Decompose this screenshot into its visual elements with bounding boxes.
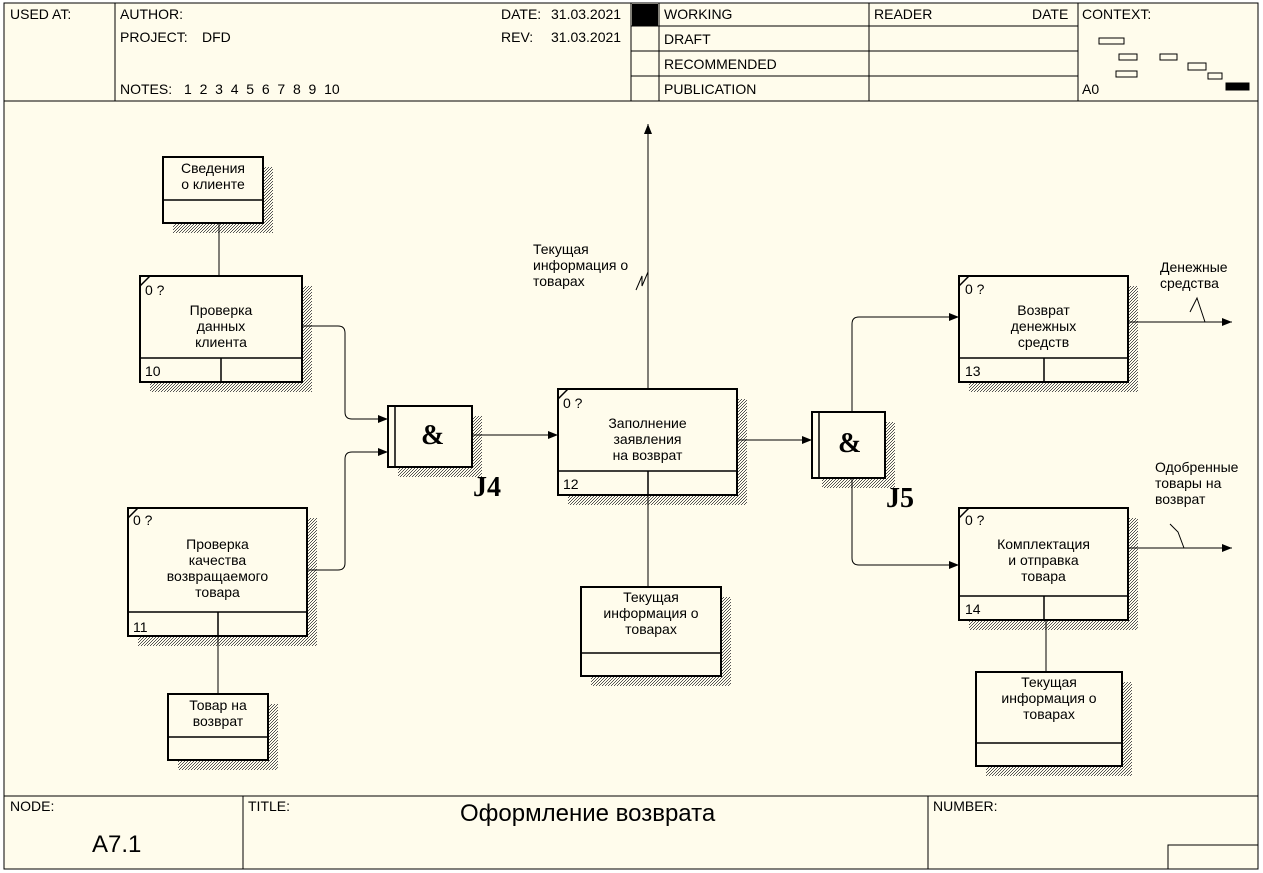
notes-label: NOTES: — [120, 81, 173, 97]
notes-value: 1 2 3 4 5 6 7 8 9 10 — [184, 81, 340, 97]
activity-12-name[interactable]: Заполнение заявления на возврат — [608, 415, 687, 463]
activity-box-13-corner — [958, 275, 970, 287]
rev-label: REV: — [501, 29, 534, 45]
project-value: DFD — [202, 29, 231, 45]
activity-11-number: 11 — [133, 619, 148, 635]
context-label: CONTEXT: — [1082, 6, 1152, 22]
activity-12-number: 12 — [563, 476, 579, 492]
activity-14-number: 14 — [965, 601, 981, 617]
activity-14-name[interactable]: Комплектация и отправка товара — [997, 536, 1090, 584]
project-label: PROJECT: — [120, 29, 188, 45]
squiggle-current-info — [635, 271, 649, 291]
activity-box-10-corner — [139, 275, 151, 287]
activity-11-cost: 0 ? — [133, 512, 153, 528]
used-at-label: USED AT: — [10, 6, 72, 22]
activity-11-name[interactable]: Проверка качества возвращаемого товара — [166, 536, 269, 600]
node-value: A7.1 — [92, 831, 142, 858]
activity-13-name[interactable]: Возврат денежных средств — [1010, 302, 1077, 350]
junction-j4-symbol: & — [421, 420, 445, 451]
junction-j5-label: J5 — [886, 483, 914, 514]
status-recommended: RECOMMENDED — [664, 56, 777, 72]
header-frame — [4, 3, 1258, 102]
arrow-label-current-info: Текущая информация о товарах — [533, 241, 629, 289]
store-return-goods[interactable]: Товар на возврат — [189, 697, 247, 729]
activity-10-name[interactable]: Проверка данных клиента — [189, 302, 253, 350]
activity-13-cost: 0 ? — [965, 281, 985, 297]
date-value: 31.03.2021 — [551, 6, 622, 22]
activity-13-number: 13 — [965, 363, 981, 379]
arrow-label-money: Денежные средства — [1160, 259, 1228, 291]
number-label: NUMBER: — [933, 798, 998, 814]
store-box-client-info — [162, 156, 264, 224]
node-label: NODE: — [10, 798, 55, 814]
date-label: DATE: — [501, 6, 542, 22]
arrow-11-to-j4 — [307, 448, 388, 571]
footer-frame — [4, 795, 1259, 870]
store-client-info[interactable]: Сведения о клиенте — [181, 160, 245, 192]
store-box-return-goods — [167, 693, 269, 761]
arrow-j5-to-13 — [851, 313, 959, 412]
activity-12-cost: 0 ? — [563, 395, 583, 411]
activity-box-14-corner — [958, 507, 970, 519]
working-status-marker — [632, 4, 658, 26]
status-draft: DRAFT — [664, 31, 711, 47]
store-box-goods-info-2 — [975, 671, 1123, 767]
junction-box-j4 — [387, 405, 473, 468]
status-publication: PUBLICATION — [664, 81, 757, 97]
squiggle-approved — [1169, 523, 1185, 549]
store-goods-info-2[interactable]: Текущая информация о товарах — [1001, 674, 1097, 722]
arrow-j5-to-14 — [851, 478, 959, 569]
context-map — [1098, 37, 1250, 91]
activity-box-11-corner — [127, 507, 139, 519]
activity-box-12-corner — [557, 388, 569, 400]
activity-14-cost: 0 ? — [965, 512, 985, 528]
title-label: TITLE: — [248, 798, 291, 814]
junction-box-j5 — [811, 411, 886, 479]
diagram-title: Оформление возврата — [460, 800, 716, 827]
arrow-label-approved: Одобренные товары на возврат — [1155, 459, 1239, 507]
squiggle-money — [1189, 296, 1206, 323]
status-working: WORKING — [664, 6, 733, 22]
junction-j4-label: J4 — [473, 472, 501, 503]
rev-value: 31.03.2021 — [551, 29, 622, 45]
context-node: A0 — [1082, 81, 1100, 97]
store-box-goods-info-1 — [580, 586, 722, 677]
activity-10-number: 10 — [145, 363, 161, 379]
reader-date-label: DATE — [1032, 6, 1069, 22]
author-label: AUTHOR: — [120, 6, 183, 22]
reader-label: READER — [874, 6, 933, 22]
arrow-10-to-j4 — [302, 325, 388, 423]
store-goods-info-1[interactable]: Текущая информация о товарах — [603, 589, 699, 637]
junction-j5-symbol: & — [838, 428, 862, 459]
activity-box-14 — [958, 507, 1129, 621]
activity-10-cost: 0 ? — [145, 282, 165, 298]
